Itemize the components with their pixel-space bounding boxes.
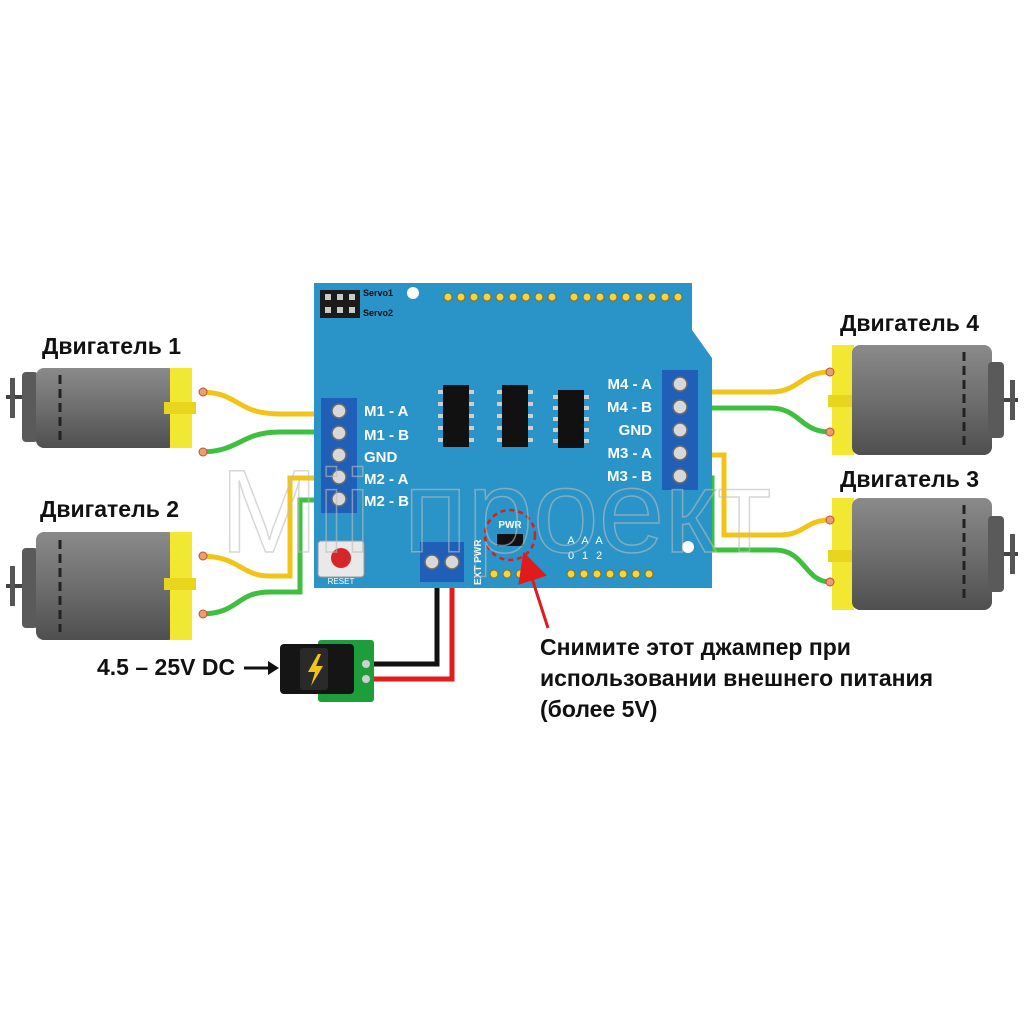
jumper-note: Снимите этот джампер при использовании в… (540, 632, 933, 725)
wire-m3-b (700, 475, 831, 585)
right-terminal-screws (672, 376, 688, 484)
wire-power-black (372, 585, 440, 667)
terminal-label-m1b: M1 - B (364, 427, 409, 444)
motor-shield-board: Servo1 Servo2 M1 - A M1 - B GND M2 - A M… (314, 283, 712, 588)
terminal-label-m3b: M3 - B (607, 468, 652, 485)
wire-m4-b (700, 405, 831, 435)
svg-text:A: A (595, 535, 603, 547)
ext-pwr-terminal (420, 542, 464, 582)
pwr-jumper[interactable] (497, 534, 523, 546)
top-header-pins (443, 292, 683, 302)
svg-text:1: 1 (582, 550, 588, 562)
dc-power-jack (280, 640, 374, 702)
reset-button[interactable] (317, 540, 365, 578)
motor-4-label: Двигатель 4 (840, 310, 980, 336)
chip (438, 385, 474, 447)
motor-3 (825, 498, 1018, 610)
jumper-note-line-3: (более 5V) (540, 696, 658, 722)
wire-m1-a (199, 389, 330, 417)
pwr-jumper-label: PWR (498, 520, 522, 531)
motor-wires (199, 369, 831, 682)
motor-2-label: Двигатель 2 (40, 496, 180, 522)
chip (497, 385, 533, 447)
wire-m3-a (700, 452, 831, 538)
wire-power-red (372, 585, 455, 682)
motor-3-label: Двигатель 3 (840, 466, 980, 492)
svg-text:A: A (581, 535, 589, 547)
reset-label: RESET (328, 577, 355, 586)
left-terminal-labels: M1 - A M1 - B GND M2 - A M2 - B (364, 403, 409, 510)
watermark: Mii проект (220, 446, 771, 578)
servo1-label: Servo1 (363, 288, 393, 298)
right-terminal-labels: M4 - A M4 - B GND M3 - A M3 - B (607, 376, 652, 485)
jumper-note-line-2: использовании внешнего питания (540, 665, 934, 691)
driver-chips (438, 385, 589, 448)
mount-hole (407, 287, 419, 299)
wire-m4-a (700, 369, 831, 395)
wire-m2-a (199, 475, 330, 579)
svg-text:2: 2 (596, 550, 602, 562)
wire-m2-b (199, 497, 330, 617)
analog-labels: A A A 0 1 2 (567, 535, 603, 562)
power-input-label: 4.5 – 25V DC (97, 654, 236, 680)
jumper-note-arrow (518, 551, 550, 629)
terminal-label-gnd-right: GND (619, 422, 653, 439)
terminal-label-m3a: M3 - A (608, 445, 653, 462)
pwr-jumper-highlight (483, 508, 537, 562)
power-arrow-head (268, 661, 279, 675)
terminal-label-m4b: M4 - B (607, 399, 652, 416)
terminal-label-m2a: M2 - A (364, 471, 409, 488)
chip (553, 390, 589, 448)
servo2-label: Servo2 (363, 308, 393, 318)
svg-text:A: A (567, 535, 575, 547)
left-terminal-screws (331, 403, 347, 507)
lightning-icon (308, 654, 323, 686)
terminal-label-m2b: M2 - B (364, 493, 409, 510)
wire-m1-b (199, 429, 330, 455)
motor-4 (825, 345, 1018, 455)
motor-1 (6, 368, 208, 457)
jumper-note-line-1: Снимите этот джампер при (540, 634, 851, 660)
mount-hole (682, 541, 694, 553)
motor-1-label: Двигатель 1 (42, 333, 182, 359)
ext-pwr-label: EXT PWR (473, 539, 484, 585)
terminal-label-m1a: M1 - A (364, 403, 409, 420)
terminal-label-m4a: M4 - A (608, 376, 653, 393)
terminal-label-gnd-left: GND (364, 449, 398, 466)
motor-2 (6, 532, 208, 640)
svg-text:0: 0 (568, 550, 574, 562)
